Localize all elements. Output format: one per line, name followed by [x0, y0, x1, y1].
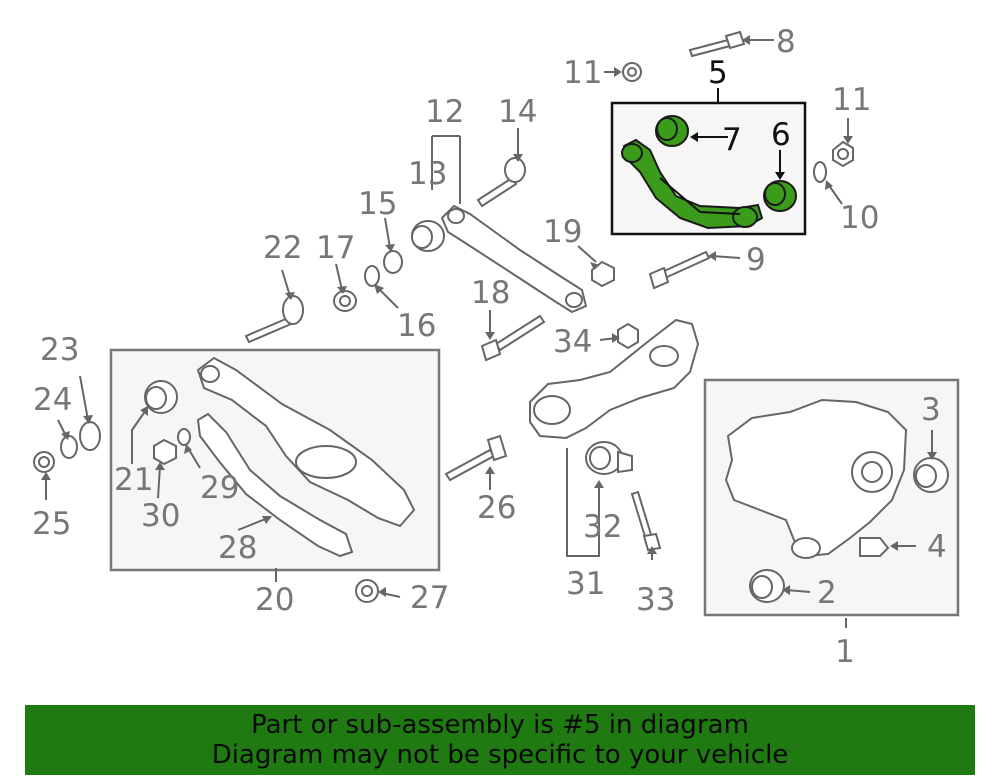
bolt-part-33[interactable]	[630, 490, 662, 552]
callout-26[interactable]: 26	[477, 490, 516, 526]
callout-29[interactable]: 29	[200, 470, 239, 506]
bolt-part-8[interactable]	[688, 30, 746, 58]
arrow-heads	[41, 35, 937, 597]
callout-23[interactable]: 23	[40, 332, 79, 368]
info-banner: Part or sub-assembly is #5 in diagram Di…	[25, 705, 975, 775]
callout-25[interactable]: 25	[32, 506, 71, 542]
callout-7[interactable]: 7	[722, 122, 742, 158]
bolt-part-22[interactable]	[244, 295, 304, 344]
callout-6[interactable]: 6	[771, 117, 791, 153]
callout-12[interactable]: 12	[425, 94, 464, 130]
callout-11-right[interactable]: 11	[832, 82, 871, 118]
washer-part-23[interactable]	[79, 421, 101, 451]
callout-19[interactable]: 19	[543, 214, 582, 250]
callout-14[interactable]: 14	[498, 94, 537, 130]
bushing-part-13[interactable]	[411, 220, 445, 252]
callout-18[interactable]: 18	[471, 275, 510, 311]
callout-15[interactable]: 15	[358, 186, 397, 222]
nut-part-25[interactable]	[33, 451, 55, 473]
bolt-part-18[interactable]	[480, 314, 546, 362]
bushing-part-7[interactable]	[655, 115, 689, 147]
callout-2[interactable]: 2	[817, 575, 837, 611]
callout-30[interactable]: 30	[141, 498, 180, 534]
nut-part-27[interactable]	[355, 579, 379, 603]
bushing-part-21[interactable]	[144, 380, 178, 414]
callout-9[interactable]: 9	[746, 242, 766, 278]
callout-10[interactable]: 10	[840, 200, 879, 236]
callout-16[interactable]: 16	[397, 308, 436, 344]
callout-3[interactable]: 3	[921, 392, 941, 428]
nut-part-19[interactable]	[591, 260, 615, 288]
callout-24[interactable]: 24	[33, 382, 72, 418]
callout-33[interactable]: 33	[636, 582, 675, 618]
washer-part-29[interactable]	[177, 428, 191, 446]
bushing-part-32[interactable]	[585, 441, 633, 475]
link-part-12[interactable]	[440, 204, 588, 314]
banner-line-1: Part or sub-assembly is #5 in diagram	[251, 710, 749, 740]
bracket-part-28[interactable]	[196, 412, 354, 558]
nut-part-34[interactable]	[617, 322, 639, 350]
callout-28[interactable]: 28	[218, 530, 257, 566]
nut-part-11-right[interactable]	[832, 140, 854, 168]
callout-27[interactable]: 27	[410, 580, 449, 616]
bolt-part-30[interactable]	[153, 438, 177, 466]
banner-line-2: Diagram may not be specific to your vehi…	[211, 740, 789, 770]
nut-part-17[interactable]	[333, 290, 357, 312]
bolt-part-26[interactable]	[444, 434, 508, 482]
callout-8[interactable]: 8	[776, 24, 796, 60]
callout-34[interactable]: 34	[553, 324, 592, 360]
pin-part-4[interactable]	[859, 537, 890, 557]
bushing-part-6[interactable]	[763, 180, 797, 212]
callout-22[interactable]: 22	[263, 230, 302, 266]
washer-part-10[interactable]	[813, 161, 827, 183]
callout-labels: 5 7 6 8 11 11 10 12 13 14 15 16 17 22 19…	[32, 24, 947, 670]
callout-31[interactable]: 31	[566, 566, 605, 602]
bolt-part-9[interactable]	[648, 250, 711, 290]
bushing-part-2[interactable]	[749, 569, 785, 603]
trailing-arm-part-31[interactable]	[529, 318, 700, 440]
knuckle-part-1[interactable]	[724, 398, 908, 559]
bolt-part-14[interactable]	[476, 157, 526, 208]
lower-arm-part-20[interactable]	[196, 356, 416, 528]
bushing-part-3[interactable]	[913, 457, 949, 493]
callout-17[interactable]: 17	[316, 230, 355, 266]
callout-32[interactable]: 32	[583, 509, 622, 545]
callout-21[interactable]: 21	[114, 462, 153, 498]
callout-20[interactable]: 20	[255, 582, 294, 618]
callout-11-left[interactable]: 11	[563, 55, 602, 91]
callout-4[interactable]: 4	[927, 529, 947, 565]
nut-part-11-left[interactable]	[622, 62, 642, 82]
callout-13[interactable]: 13	[408, 156, 447, 192]
washer-part-16[interactable]	[364, 265, 380, 287]
parts-diagram: 5 7 6 8 11 11 10 12 13 14 15 16 17 22 19…	[32, 24, 960, 670]
callout-5[interactable]: 5	[708, 55, 728, 91]
upper-arm-part-5[interactable]	[621, 138, 764, 230]
washer-part-15[interactable]	[383, 250, 403, 274]
washer-part-24[interactable]	[60, 435, 78, 459]
callout-1[interactable]: 1	[835, 634, 855, 670]
